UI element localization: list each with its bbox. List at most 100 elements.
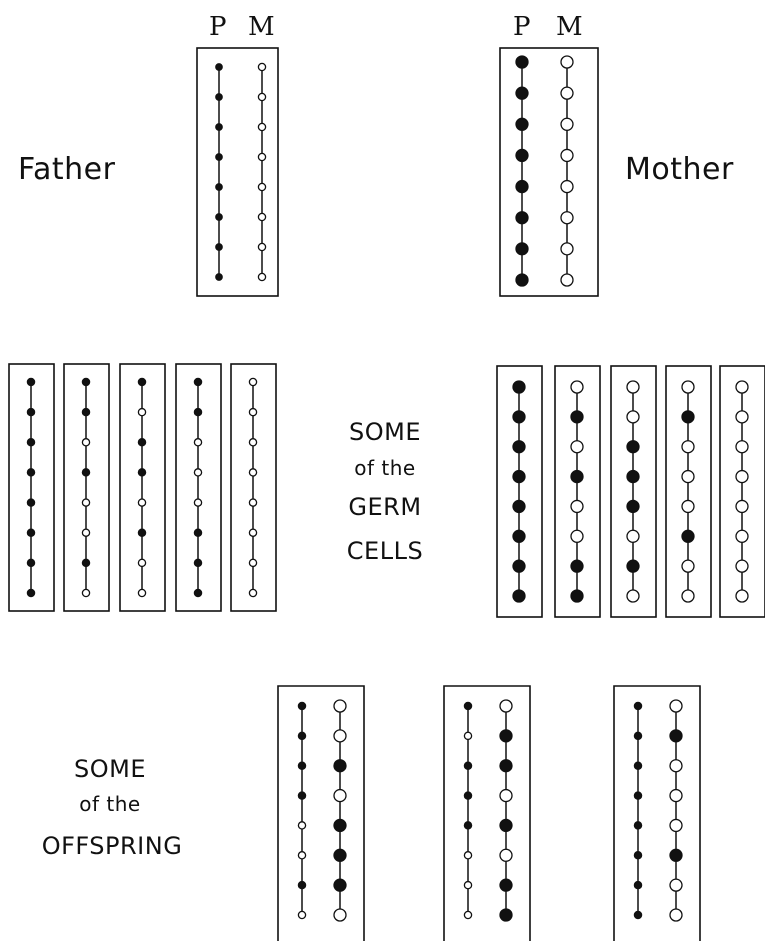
mother-germ-cell-strand-4-bead-1-white bbox=[681, 380, 695, 394]
father-germ-cell-strand-4-bead-6-black bbox=[193, 528, 203, 537]
father-paternal-strand-bead-4-black bbox=[215, 153, 223, 161]
father-germ-cell-strand-3-bead-5-white bbox=[137, 498, 147, 507]
father-germ-cell-strand-2-bead-2-black bbox=[81, 407, 91, 417]
mother-m-header: M bbox=[556, 12, 583, 42]
father-paternal-strand-bead-6-black bbox=[215, 213, 223, 221]
offspring-2-paternal-strand-bead-5-black bbox=[463, 821, 473, 830]
mother-germ-cell-strand-5-bead-7-white bbox=[735, 559, 749, 573]
offspring-3-paternal-strand-bead-6-black bbox=[633, 851, 643, 860]
offspring-2-paternal-strand-bead-1-black bbox=[463, 701, 473, 711]
father-chromosome-box bbox=[196, 47, 279, 297]
offspring-3-paternal-strand-bead-3-black bbox=[633, 761, 643, 770]
father-maternal-strand-bead-7-white bbox=[257, 242, 267, 252]
mother-germ-cell-strand-5-bead-1-white bbox=[735, 380, 749, 394]
offspring-2-paternal-strand-bead-2-white bbox=[463, 731, 473, 741]
father-maternal-strand-bead-2-white bbox=[257, 92, 267, 102]
father-p-header: P bbox=[209, 12, 227, 42]
offspring-1-paternal-strand-bead-7-black bbox=[297, 880, 307, 890]
father-germ-cell-strand-2-bead-4-black bbox=[81, 468, 91, 477]
mother-germ-cell-strand-2-bead-7-black bbox=[570, 559, 584, 573]
offspring-2-maternal-strand-bead-5-black bbox=[499, 818, 513, 833]
offspring-1-maternal-strand-bead-7-black bbox=[333, 878, 347, 892]
offspring-1-paternal-strand-bead-2-black bbox=[297, 731, 307, 741]
offspring-2-paternal-strand-bead-3-black bbox=[463, 761, 473, 770]
father-germ-cell-strand-5-bead-1-white bbox=[248, 377, 258, 387]
offspring-3-paternal-strand-bead-7-black bbox=[633, 880, 643, 890]
offspring-2-maternal-strand-bead-2-black bbox=[499, 729, 513, 743]
offspring-box-3 bbox=[613, 685, 701, 941]
father-m-header: M bbox=[248, 12, 275, 42]
offspring-1-maternal-strand-bead-8-white bbox=[333, 908, 347, 922]
father-maternal-strand-bead-6-white bbox=[257, 212, 267, 222]
offspring-3-paternal-strand-bead-4-black bbox=[633, 791, 643, 800]
father-germ-cell-strand-3-bead-2-white bbox=[137, 407, 147, 417]
mother-germ-cell-strand-3-bead-4-black bbox=[626, 469, 640, 484]
mother-germ-cell-box-2 bbox=[554, 365, 601, 618]
mother-label: Mother bbox=[625, 152, 734, 187]
father-maternal-strand-bead-3-white bbox=[257, 122, 267, 132]
mother-germ-cell-strand-5-bead-2-white bbox=[735, 410, 749, 424]
mother-germ-cell-strand-2-bead-1-white bbox=[570, 380, 584, 394]
father-maternal-strand-bead-1-white bbox=[257, 62, 267, 72]
mother-germ-cell-strand-2-bead-6-white bbox=[570, 529, 584, 543]
mother-chromosome-box bbox=[499, 47, 599, 297]
offspring-1-paternal-strand-bead-1-black bbox=[297, 701, 307, 711]
mother-paternal-strand-bead-3-black bbox=[515, 117, 529, 131]
offspring-1-paternal-strand-bead-5-white bbox=[297, 821, 307, 830]
offspring-2-paternal-strand-bead-8-white bbox=[463, 910, 473, 920]
mother-germ-cell-strand-3-bead-5-black bbox=[626, 499, 640, 514]
offspring-3-maternal-strand-bead-8-white bbox=[669, 908, 683, 922]
father-germ-cell-strand-2-bead-3-white bbox=[81, 438, 91, 447]
father-germ-cell-box-5 bbox=[230, 363, 277, 612]
father-germ-cell-strand-5-bead-8-white bbox=[248, 588, 258, 598]
mother-germ-cell-strand-5-bead-8-white bbox=[735, 589, 749, 603]
mother-maternal-strand-bead-5-white bbox=[560, 179, 574, 194]
mother-germ-cell-strand-4-bead-2-black bbox=[681, 410, 695, 424]
father-germ-cell-strand-2-bead-6-white bbox=[81, 528, 91, 537]
father-label: Father bbox=[18, 152, 116, 187]
offspring-2-maternal-strand-bead-4-white bbox=[499, 788, 513, 803]
offspring-2-paternal-strand-bead-6-white bbox=[463, 851, 473, 860]
father-germ-cell-strand-2-bead-1-black bbox=[81, 377, 91, 387]
offspring-2-maternal-strand-bead-1-white bbox=[499, 699, 513, 713]
mother-germ-cell-strand-2-bead-2-black bbox=[570, 410, 584, 424]
father-germ-cell-strand-3-bead-4-black bbox=[137, 468, 147, 477]
father-germ-cell-strand-4-bead-4-white bbox=[193, 468, 203, 477]
offspring-2-maternal-strand-bead-7-black bbox=[499, 878, 513, 892]
offspring-1-paternal-strand-bead-4-black bbox=[297, 791, 307, 800]
germ-label-line3: GERM bbox=[348, 493, 422, 521]
mother-germ-cell-box-4 bbox=[665, 365, 712, 618]
mother-germ-cell-strand-5-bead-5-white bbox=[735, 499, 749, 514]
father-germ-cell-strand-3-bead-8-white bbox=[137, 588, 147, 598]
mother-maternal-strand-bead-3-white bbox=[560, 117, 574, 131]
father-paternal-strand-bead-5-black bbox=[215, 183, 223, 191]
mother-germ-cell-strand-2-bead-3-white bbox=[570, 440, 584, 454]
father-germ-cell-box-2 bbox=[63, 363, 110, 612]
offspring-3-maternal-strand-bead-7-white bbox=[669, 878, 683, 892]
father-germ-cell-strand-5-bead-5-white bbox=[248, 498, 258, 507]
father-germ-cell-strand-2-bead-5-white bbox=[81, 498, 91, 507]
offspring-label-line2: of the bbox=[79, 792, 141, 816]
father-germ-cell-strand-5-bead-6-white bbox=[248, 528, 258, 537]
father-germ-cell-strand-2-bead-8-white bbox=[81, 588, 91, 598]
father-germ-cell-strand-4-bead-3-white bbox=[193, 438, 203, 447]
offspring-1-maternal-strand-bead-6-black bbox=[333, 848, 347, 862]
mother-germ-cell-strand-2-bead-5-white bbox=[570, 499, 584, 514]
offspring-2-maternal-strand-bead-8-black bbox=[499, 908, 513, 922]
offspring-box-2 bbox=[443, 685, 531, 941]
father-germ-cell-strand-4-bead-2-black bbox=[193, 407, 203, 417]
mother-germ-cell-strand-1-bead-1-black bbox=[512, 380, 526, 394]
mother-p-header: P bbox=[513, 12, 531, 42]
germ-label-line4: CELLS bbox=[346, 537, 424, 565]
mother-germ-cell-strand-5-bead-4-white bbox=[735, 469, 749, 484]
father-germ-cell-strand-1-bead-6-black bbox=[26, 528, 36, 537]
mother-maternal-strand-bead-4-white bbox=[560, 148, 574, 163]
father-germ-cell-strand-4-bead-1-black bbox=[193, 377, 203, 387]
offspring-2-maternal-strand-bead-6-white bbox=[499, 848, 513, 862]
father-germ-cell-strand-4-bead-5-white bbox=[193, 498, 203, 507]
father-germ-cell-box-3 bbox=[119, 363, 166, 612]
mother-germ-cell-strand-2-bead-4-black bbox=[570, 469, 584, 484]
father-germ-cell-strand-3-bead-6-black bbox=[137, 528, 147, 537]
